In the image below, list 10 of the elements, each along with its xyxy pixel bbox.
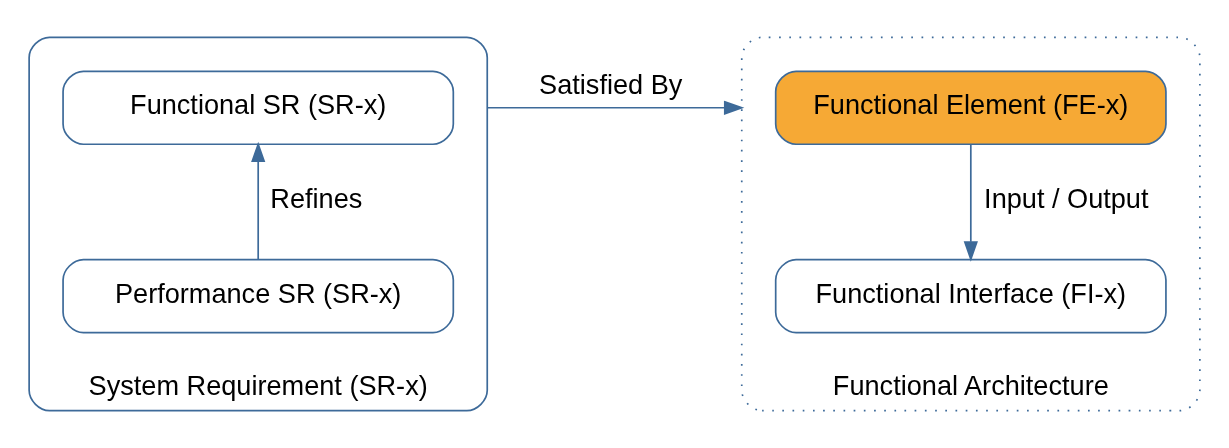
- arrow: [486, 100, 745, 115]
- edge-label: Satisfied By: [539, 68, 683, 100]
- edge-label: Input / Output: [984, 183, 1149, 215]
- node-box: Functional SR (SR-x): [62, 70, 455, 146]
- node-box: Functional Element (FE-x): [774, 70, 1167, 146]
- node-box: Functional Interface (FI-x): [774, 258, 1167, 334]
- arrow: [251, 141, 266, 260]
- node-box: Performance SR (SR-x): [62, 258, 455, 334]
- edge-label: Refines: [270, 183, 363, 215]
- arrow: [963, 143, 978, 262]
